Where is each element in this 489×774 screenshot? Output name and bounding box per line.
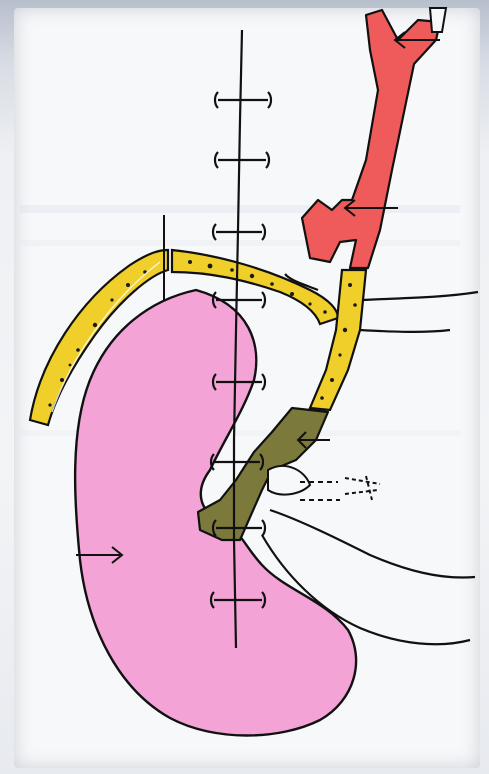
artery-vessel xyxy=(302,8,446,268)
stump-pocket xyxy=(268,466,380,500)
